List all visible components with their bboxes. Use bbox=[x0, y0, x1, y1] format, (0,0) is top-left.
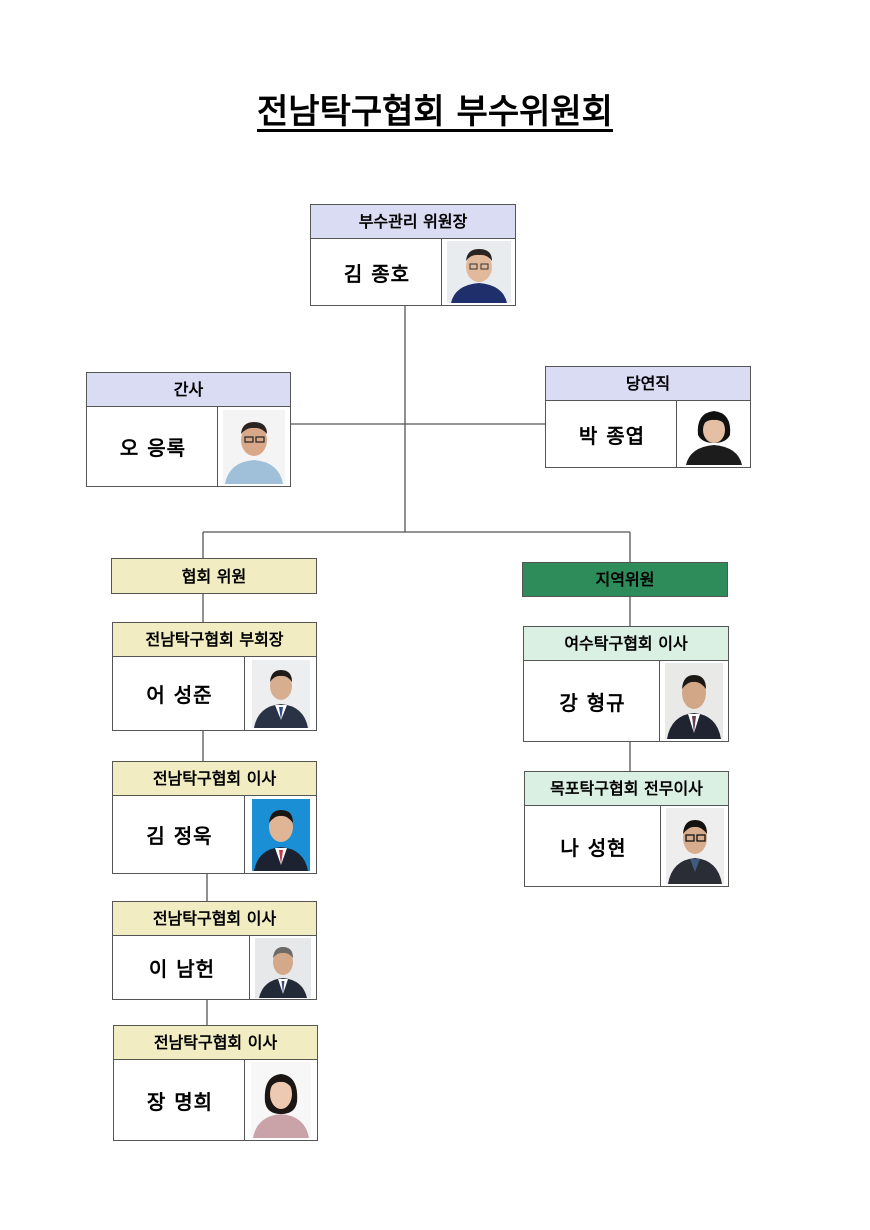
ex-officio-name: 박 종엽 bbox=[578, 423, 646, 448]
ex-officio-title: 당연직 bbox=[546, 367, 750, 401]
portrait-icon bbox=[681, 403, 746, 465]
secretary-card: 간사 오 응록 bbox=[86, 372, 291, 487]
member-name: 나 성현 bbox=[560, 835, 627, 860]
member-photo bbox=[244, 796, 316, 873]
association-member-card: 전남탁구협회 부회장 어 성준 bbox=[112, 622, 317, 731]
member-title: 전남탁구협회 이사 bbox=[114, 1026, 317, 1060]
chairman-name: 김 종호 bbox=[343, 261, 411, 286]
portrait-icon bbox=[255, 937, 311, 998]
member-name: 어 성준 bbox=[146, 683, 213, 707]
portrait-icon bbox=[665, 808, 724, 884]
portrait-icon bbox=[665, 663, 723, 739]
member-title: 전남탁구협회 이사 bbox=[113, 902, 316, 936]
association-member-card: 전남탁구협회 이사 이 남헌 bbox=[112, 901, 317, 1000]
association-members-label: 협회 위원 bbox=[111, 558, 317, 594]
member-photo bbox=[659, 661, 728, 741]
member-name: 장 명희 bbox=[146, 1089, 214, 1114]
regional-member-card: 목포탁구협회 전무이사 나 성현 bbox=[524, 771, 729, 887]
regional-members-label: 지역위원 bbox=[522, 562, 728, 597]
ex-officio-photo bbox=[676, 401, 750, 467]
member-photo bbox=[244, 657, 316, 730]
association-member-card: 전남탁구협회 이사 장 명희 bbox=[113, 1025, 318, 1141]
regional-member-card: 여수탁구협회 이사 강 형규 bbox=[523, 626, 729, 742]
member-title: 목포탁구협회 전무이사 bbox=[525, 772, 728, 806]
ex-officio-card: 당연직 박 종엽 bbox=[545, 366, 751, 468]
member-name: 강 형규 bbox=[559, 690, 626, 715]
portrait-icon bbox=[223, 409, 285, 484]
portrait-icon bbox=[446, 241, 511, 303]
portrait-icon bbox=[251, 798, 310, 871]
secretary-title: 간사 bbox=[87, 373, 290, 407]
portrait-icon bbox=[251, 1062, 311, 1138]
member-title: 전남탁구협회 부회장 bbox=[113, 623, 316, 657]
member-title: 전남탁구협회 이사 bbox=[113, 762, 316, 796]
member-name: 이 남헌 bbox=[148, 957, 216, 981]
secretary-name: 오 응록 bbox=[119, 436, 187, 460]
member-title: 여수탁구협회 이사 bbox=[524, 627, 728, 661]
association-member-card: 전남탁구협회 이사 김 정욱 bbox=[112, 761, 317, 874]
member-photo bbox=[249, 936, 316, 999]
portrait-icon bbox=[251, 659, 310, 728]
member-photo bbox=[660, 806, 728, 886]
page-title: 전남탁구협회 부수위원회 bbox=[257, 92, 613, 132]
secretary-photo bbox=[217, 407, 290, 486]
chairman-title: 부수관리 위원장 bbox=[311, 205, 515, 239]
member-photo bbox=[244, 1060, 317, 1140]
chairman-photo bbox=[441, 239, 515, 305]
chairman-card: 부수관리 위원장 김 종호 bbox=[310, 204, 516, 306]
member-name: 김 정욱 bbox=[146, 824, 213, 848]
